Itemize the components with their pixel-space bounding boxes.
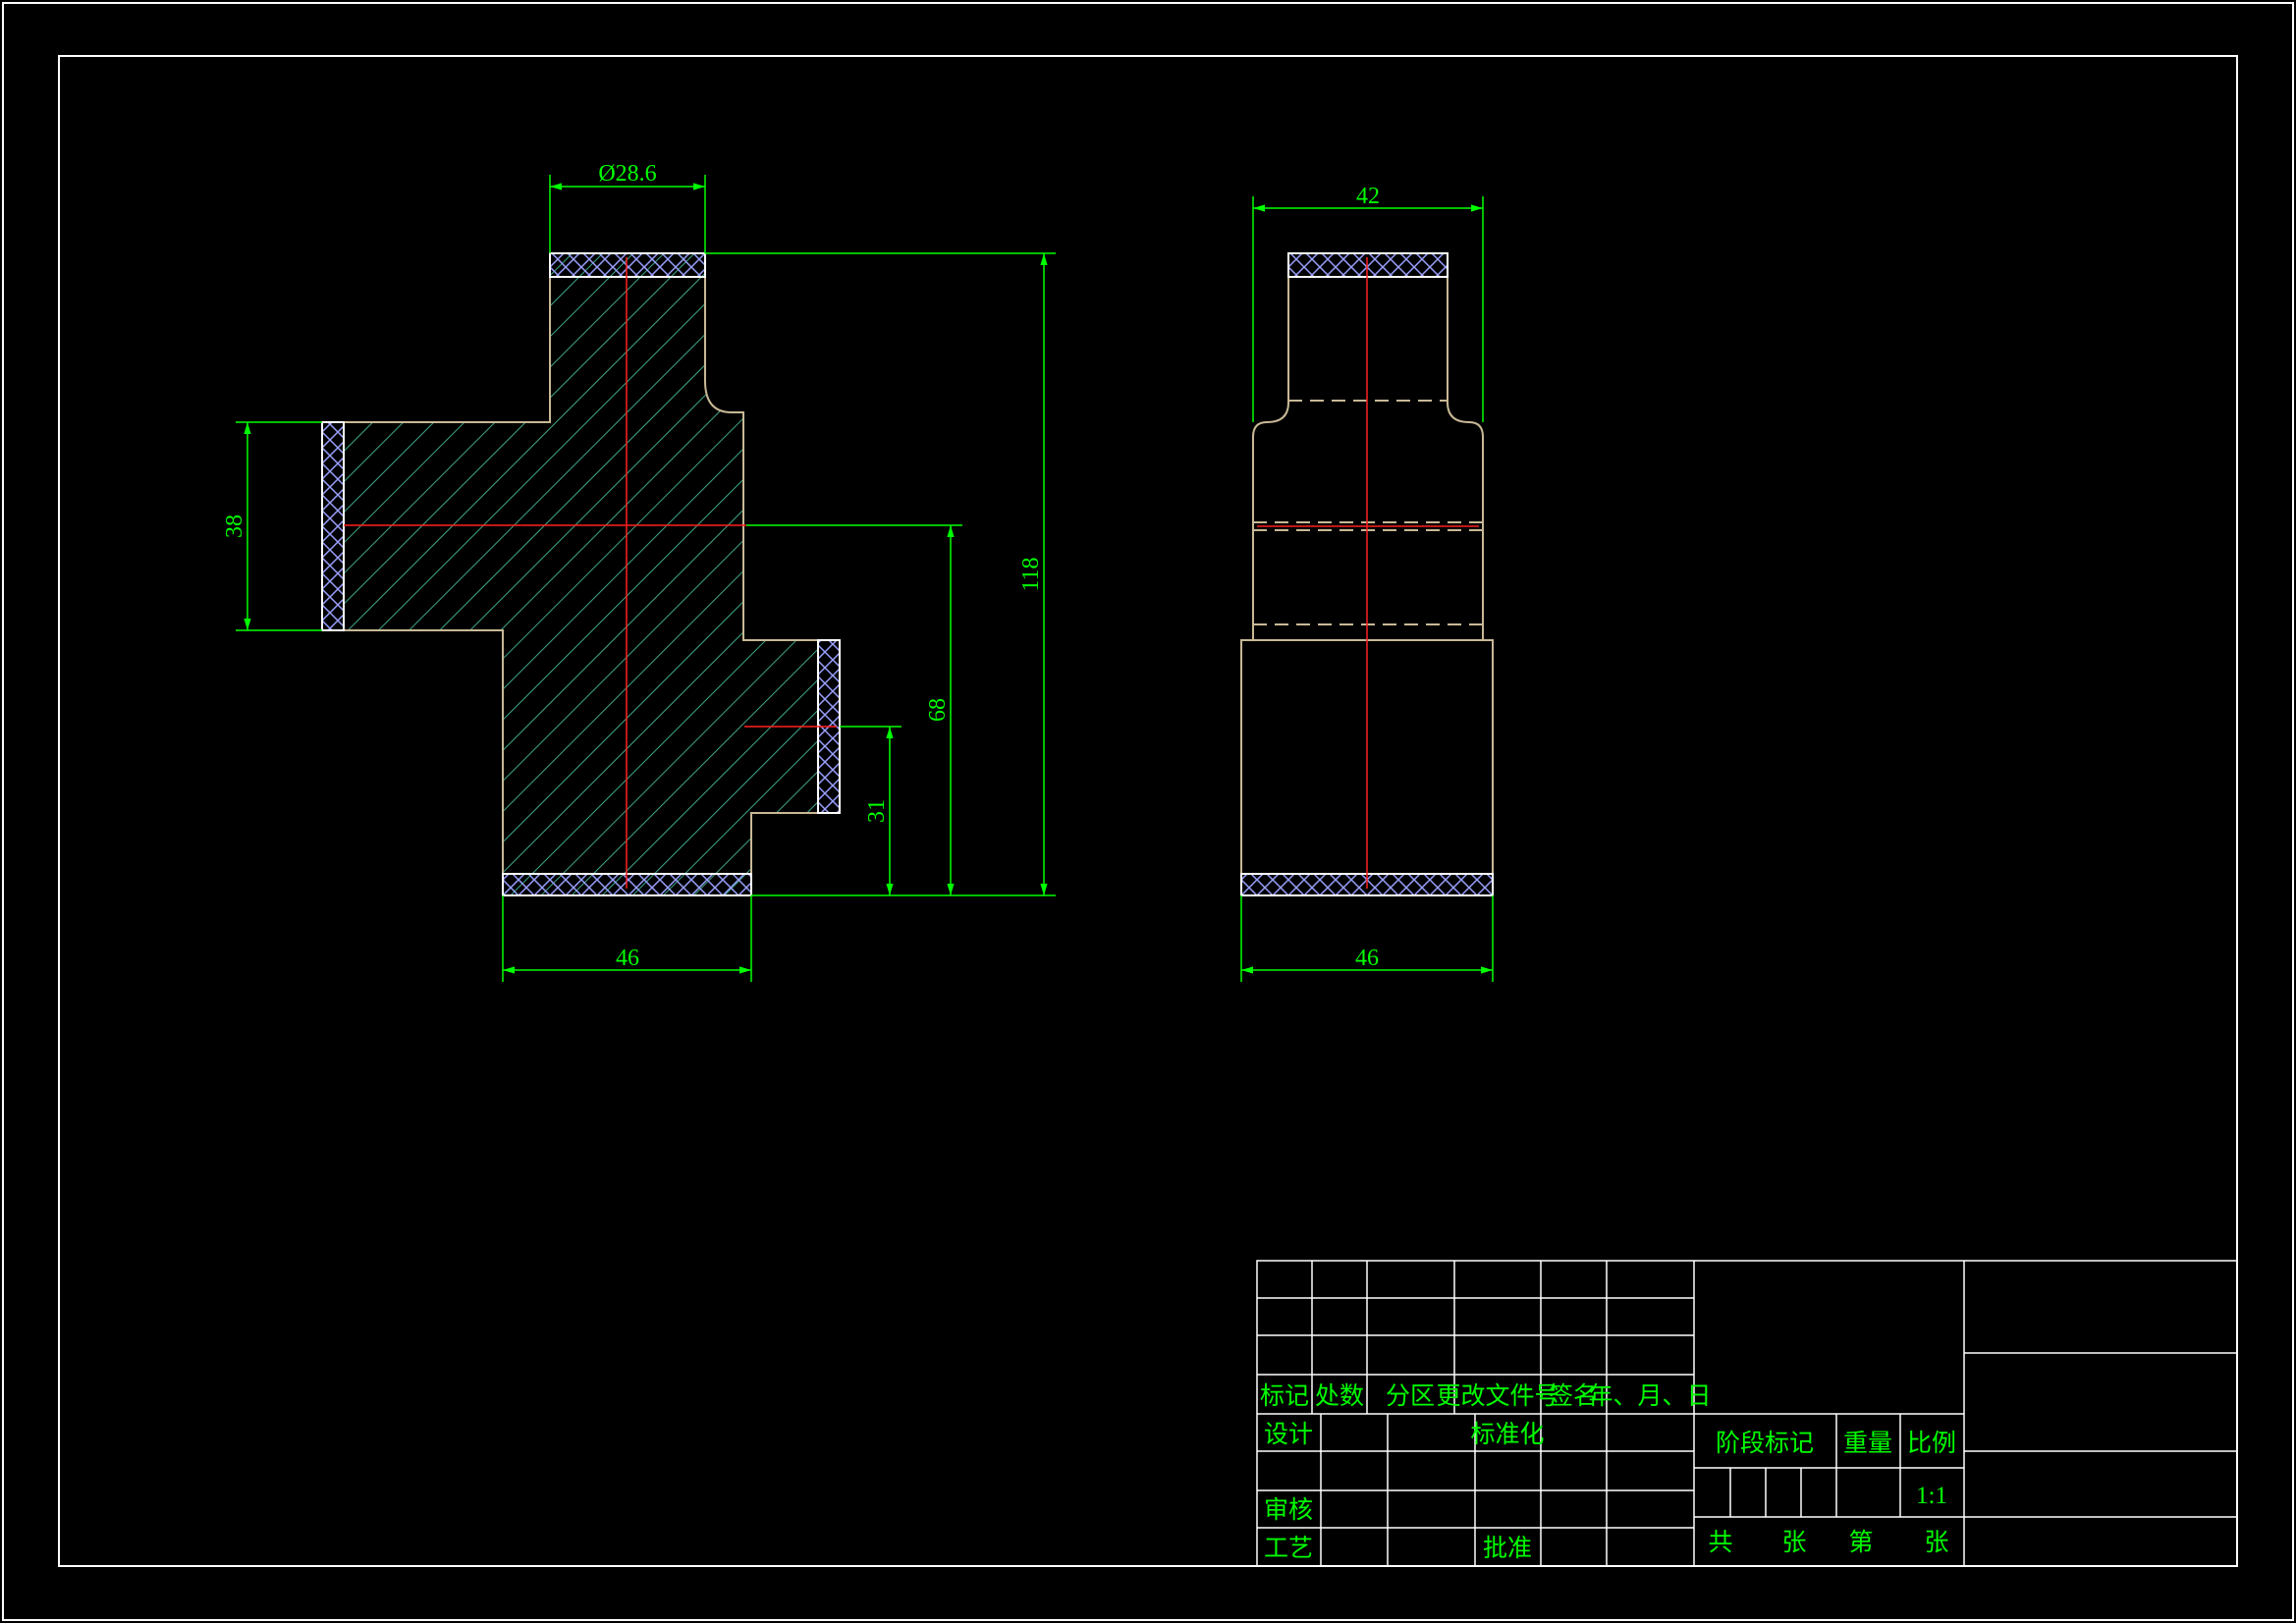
- front-left-knurl-band: [321, 421, 345, 631]
- dim-side-top-width: 42: [1356, 184, 1380, 209]
- dim-left-height: 38: [222, 514, 247, 538]
- tb-label-standardization: 标准化: [1470, 1421, 1544, 1448]
- tb-label-review: 审核: [1264, 1496, 1313, 1524]
- side-view-dimensions: 42 46: [1240, 184, 1494, 982]
- tb-label-scale: 比例: [1907, 1430, 1956, 1457]
- dim-top-diameter: Ø28.6: [598, 161, 656, 187]
- tb-label-sheets: 张: [1781, 1529, 1806, 1556]
- tb-label-process: 工艺: [1264, 1535, 1313, 1562]
- dim-bottom-width: 46: [616, 946, 639, 971]
- side-top-knurl-band: [1287, 252, 1449, 278]
- tb-label-design: 设计: [1264, 1421, 1313, 1448]
- tb-label-approval: 批准: [1483, 1535, 1532, 1562]
- tb-label-number: 第: [1848, 1529, 1873, 1556]
- tb-label-mark: 标记: [1260, 1382, 1309, 1410]
- tb-label-signature: 签名: [1549, 1382, 1598, 1410]
- title-block: [1256, 1260, 2238, 1567]
- tb-label-total: 共: [1708, 1529, 1732, 1556]
- tb-label-zone: 分区: [1386, 1382, 1435, 1410]
- dim-overall-height: 118: [1018, 557, 1044, 591]
- front-view-dimensions: Ø28.6 38 118 68 31 46: [222, 161, 1056, 982]
- title-block-text: 标记 处数 分区 更改文件号 签名 年、月、日 设计 标准化 审核 工艺 批准 …: [1260, 1382, 1956, 1562]
- dim-lower-height: 31: [864, 799, 890, 823]
- dim-center-height: 68: [925, 698, 951, 722]
- front-view-section-fill: [343, 252, 819, 896]
- front-view: [321, 252, 841, 896]
- inner-drawing-frame: [58, 55, 2238, 1567]
- tb-label-date: 年、月、日: [1588, 1382, 1711, 1410]
- tb-label-change-doc: 更改文件号: [1436, 1382, 1558, 1410]
- front-top-knurl-band: [549, 252, 706, 278]
- side-view: [1240, 252, 1494, 896]
- tb-label-count: 处数: [1315, 1382, 1364, 1410]
- tb-label-stage-mark: 阶段标记: [1716, 1430, 1814, 1457]
- tb-scale-value: 1:1: [1916, 1483, 1947, 1509]
- tb-label-weight: 重量: [1843, 1430, 1892, 1457]
- tb-label-sheet: 张: [1924, 1529, 1948, 1556]
- dim-side-bottom-width: 46: [1355, 946, 1379, 971]
